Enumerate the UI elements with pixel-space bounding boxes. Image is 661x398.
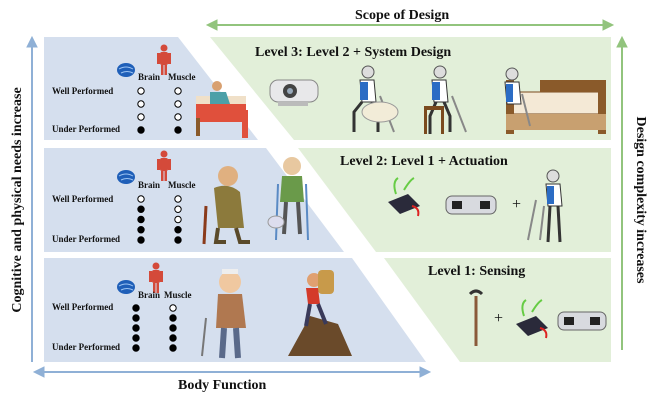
muscle-performance-dot	[174, 126, 182, 134]
complexity-label: Design complexity increases	[633, 116, 648, 284]
muscle-performance-dot	[174, 87, 182, 95]
needs-label: Cognitive and physical needs increase	[10, 87, 25, 313]
muscle-performance-dot	[174, 215, 182, 224]
muscle-label: Muscle	[168, 180, 196, 190]
bed-illustration	[504, 67, 606, 134]
muscle-performance-dot	[174, 236, 182, 244]
under-performed-label: Under Performed	[52, 124, 121, 134]
brain-icon	[117, 170, 135, 184]
muscle-performance-dot	[169, 344, 177, 352]
brain-performance-dot	[132, 344, 140, 352]
muscle-performance-dot	[174, 195, 182, 203]
brain-performance-dot	[132, 334, 140, 342]
elderly-woman-crutches-illustration	[267, 157, 309, 241]
brain-performance-dot	[137, 195, 145, 203]
walker-exoskeleton-figure	[527, 169, 563, 243]
exoskeleton-sit-to-stand-figure	[352, 65, 399, 133]
level3-title: Level 3: Level 2 + System Design	[255, 45, 452, 60]
bedridden-patient-illustration	[196, 81, 248, 138]
muscle-performance-dot	[174, 113, 182, 121]
muscle-body-icon	[157, 44, 171, 75]
elderly-man-walker-illustration	[201, 269, 246, 359]
projector-sensor-icon	[269, 79, 319, 106]
brain-performance-dot	[132, 304, 140, 312]
muscle-label: Muscle	[164, 290, 192, 300]
scope-label: Scope of Design	[355, 8, 450, 23]
plus-sign: +	[494, 310, 504, 327]
muscle-performance-dot	[169, 304, 177, 312]
sensor-chip-icon	[388, 177, 420, 217]
well-performed-label: Well Performed	[52, 86, 114, 96]
brain-performance-dot	[137, 226, 145, 234]
brain-performance-dot	[137, 236, 145, 244]
under-performed-label: Under Performed	[52, 234, 121, 244]
brain-performance-dot	[137, 205, 145, 213]
muscle-performance-dot	[169, 334, 177, 342]
brain-performance-dot	[132, 314, 140, 322]
muscle-performance-dot	[174, 205, 182, 213]
muscle-performance-dot	[174, 100, 182, 108]
muscle-performance-dot	[169, 314, 177, 322]
brain-performance-dot	[137, 113, 145, 121]
brain-label: Brain	[138, 290, 161, 300]
brain-icon	[117, 63, 135, 77]
exoskeleton-chair-figure	[424, 65, 467, 134]
elderly-man-cane-illustration	[202, 166, 250, 245]
brain-performance-dot	[137, 100, 145, 108]
brain-performance-dot	[137, 126, 145, 134]
brain-performance-dot	[132, 324, 140, 332]
well-performed-label: Well Performed	[52, 302, 114, 312]
level2-title: Level 2: Level 1 + Actuation	[340, 154, 508, 169]
scope-arrow	[205, 19, 615, 31]
brain-icon	[117, 280, 135, 294]
performance-dots	[132, 87, 182, 352]
camera-sensor-icon	[557, 311, 607, 331]
well-performed-label: Well Performed	[52, 194, 114, 204]
design-panel-level1	[384, 258, 611, 362]
brain-label: Brain	[138, 180, 161, 190]
muscle-performance-dot	[169, 324, 177, 332]
sensor-chip-icon	[516, 299, 548, 339]
muscle-body-icon	[149, 262, 163, 293]
brain-performance-dot	[137, 215, 145, 224]
complexity-arrow	[616, 35, 628, 350]
brain-performance-dot	[137, 87, 145, 95]
plus-sign: +	[512, 196, 522, 213]
camera-sensor-icon	[445, 195, 497, 215]
body-function-arrow	[32, 366, 432, 378]
muscle-performance-dot	[174, 226, 182, 234]
body-function-label: Body Function	[178, 378, 267, 393]
level1-title: Level 1: Sensing	[428, 264, 526, 279]
brain-label: Brain	[138, 72, 161, 82]
hiker-illustration	[288, 270, 352, 356]
muscle-label: Muscle	[168, 72, 196, 82]
cane-icon	[468, 289, 484, 346]
needs-arrow	[26, 35, 38, 362]
under-performed-label: Under Performed	[52, 342, 121, 352]
muscle-body-icon	[157, 150, 171, 181]
